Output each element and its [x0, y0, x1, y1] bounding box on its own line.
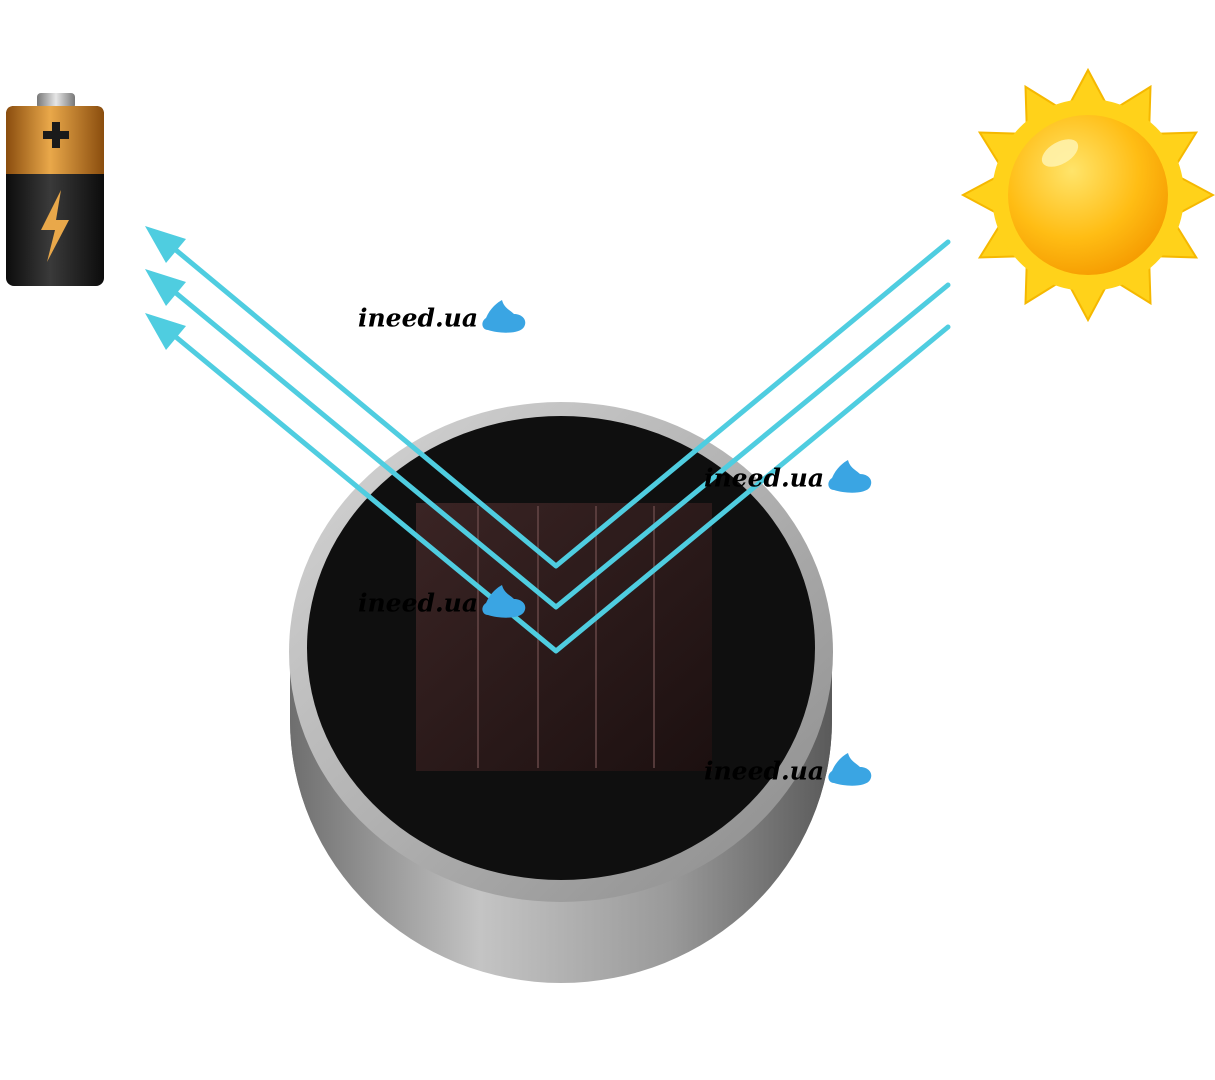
arrowhead — [145, 313, 186, 350]
arrowhead — [145, 269, 186, 306]
water-drop-icon — [482, 300, 526, 333]
water-drop-icon — [828, 460, 872, 493]
watermark: ineed.ua — [704, 753, 874, 789]
light-rays — [162, 238, 951, 654]
watermark: ineed.ua — [358, 585, 528, 621]
water-drop-icon — [482, 585, 526, 618]
solar-panel — [416, 503, 712, 771]
light-ray — [162, 238, 951, 569]
arrowhead — [145, 226, 186, 263]
arrowheads — [145, 226, 186, 350]
watermark: ineed.ua — [704, 460, 874, 496]
battery-charging-icon — [6, 93, 104, 286]
watermark-text: ineed.ua — [358, 588, 479, 618]
plus-icon — [43, 122, 69, 148]
water-drop-icon — [828, 753, 872, 786]
sun-icon — [960, 67, 1215, 323]
light-ray — [162, 324, 951, 654]
watermark: ineed.ua — [358, 300, 528, 336]
watermark-text: ineed.ua — [704, 463, 825, 493]
lightning-bolt-icon — [41, 190, 69, 262]
light-ray — [162, 281, 951, 610]
watermark-text: ineed.ua — [704, 756, 825, 786]
watermark-text: ineed.ua — [358, 303, 479, 333]
